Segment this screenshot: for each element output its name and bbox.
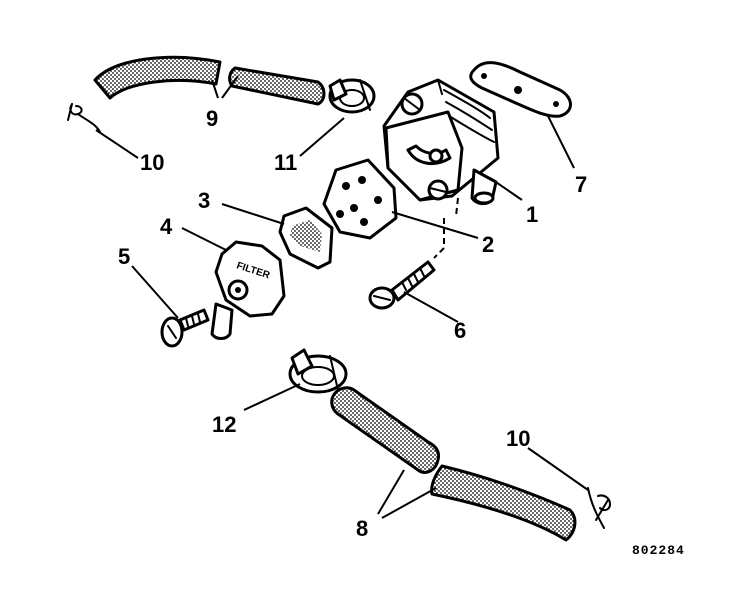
part-4-filter-cover: FILTER [210,240,286,340]
callout-10-lower: 10 [506,426,530,451]
drawing-number: 802284 [632,543,685,558]
callout-7: 7 [575,172,587,197]
part-2-diaphragm [322,158,398,240]
leader-lines [95,75,589,519]
callout-9: 9 [206,106,218,131]
callout-10-upper: 10 [140,150,164,175]
part-5-cover-screw [160,308,210,348]
part-10-lower-clip [587,487,612,529]
callout-6: 6 [454,318,466,343]
part-7-gasket [469,61,572,118]
callout-4: 4 [160,214,173,239]
callout-8: 8 [356,516,368,541]
callout-5: 5 [118,244,130,269]
part-3-filter-screen [278,206,334,270]
part-11-hose-clamp [328,78,376,114]
part-9-upper-hose [93,55,326,106]
part-10-upper-clip [67,103,101,133]
callout-1: 1 [526,202,538,227]
part-12-hose-clamp [288,348,348,394]
callout-12: 12 [212,412,236,437]
callout-11: 11 [274,150,297,175]
part-6-mounting-screw [368,260,436,310]
callout-3: 3 [198,188,210,213]
callout-2: 2 [482,232,494,257]
part-1-pump-body [382,78,500,206]
